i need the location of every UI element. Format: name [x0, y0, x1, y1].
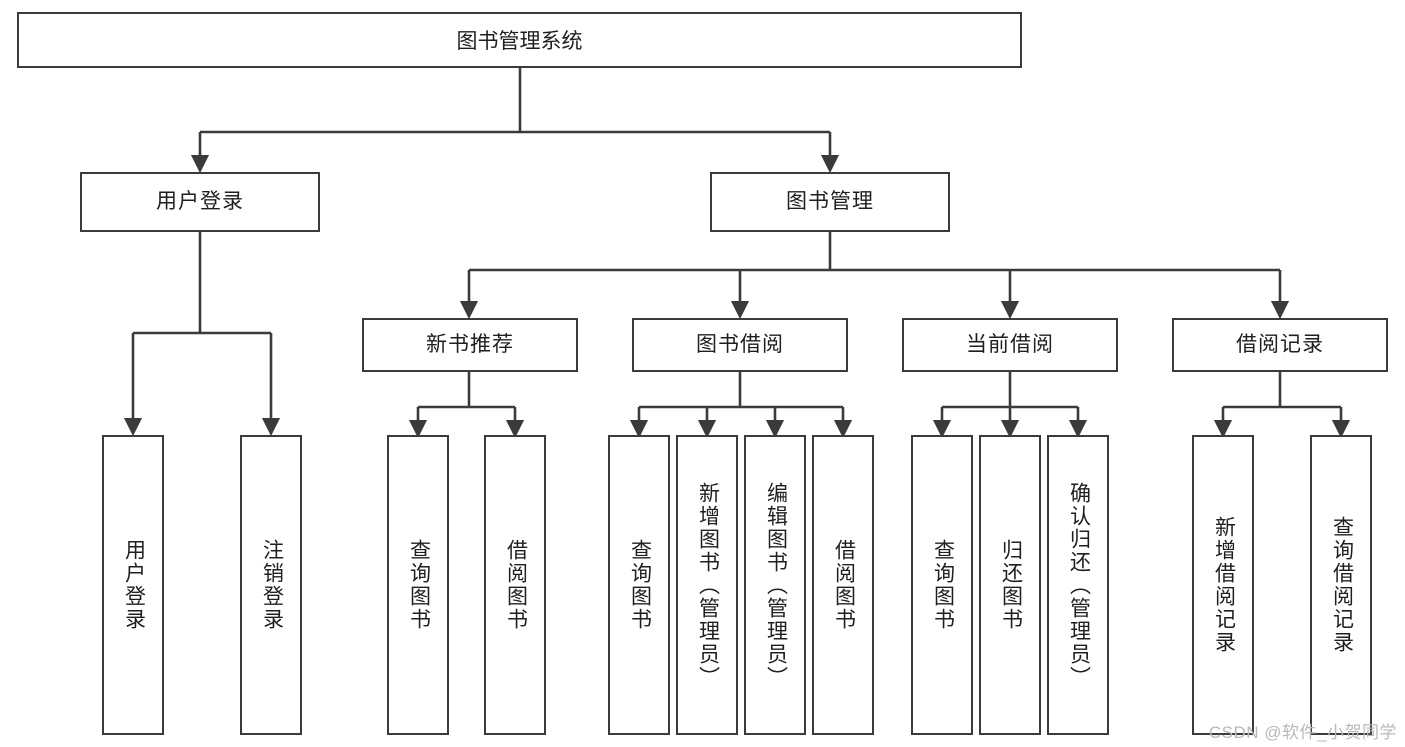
leaf-label: 借阅图书	[504, 539, 528, 631]
node-current-borrow-label: 当前借阅	[966, 333, 1054, 357]
leaf-new-book-0[interactable]: 查询图书	[387, 435, 449, 735]
node-book-management-label: 图书管理	[786, 190, 874, 214]
node-book-borrow-label: 图书借阅	[696, 333, 784, 357]
leaf-current-borrow-1[interactable]: 归还图书	[979, 435, 1041, 735]
leaf-label: 查询图书	[407, 539, 431, 631]
node-book-borrow[interactable]: 图书借阅	[632, 318, 848, 372]
node-borrow-record[interactable]: 借阅记录	[1172, 318, 1388, 372]
leaf-label: 注销登录	[260, 539, 284, 631]
leaf-current-borrow-2[interactable]: 确认归还（管理员）	[1047, 435, 1109, 735]
node-book-management[interactable]: 图书管理	[710, 172, 950, 232]
node-new-book-recommend[interactable]: 新书推荐	[362, 318, 578, 372]
node-user-login-label: 用户登录	[156, 190, 244, 214]
leaf-label: 归还图书	[999, 539, 1023, 631]
leaf-label: 新增借阅记录	[1212, 516, 1236, 654]
leaf-label: 确认归还（管理员）	[1067, 481, 1091, 689]
leaf-borrow-record-0[interactable]: 新增借阅记录	[1192, 435, 1254, 735]
leaf-label: 查询图书	[628, 539, 652, 631]
leaf-book-borrow-1[interactable]: 新增图书（管理员）	[676, 435, 738, 735]
leaf-user-login-1[interactable]: 注销登录	[240, 435, 302, 735]
node-new-book-recommend-label: 新书推荐	[426, 333, 514, 357]
leaf-user-login-0[interactable]: 用户登录	[102, 435, 164, 735]
leaf-book-borrow-2[interactable]: 编辑图书（管理员）	[744, 435, 806, 735]
node-user-login[interactable]: 用户登录	[80, 172, 320, 232]
leaf-new-book-1[interactable]: 借阅图书	[484, 435, 546, 735]
leaf-label: 查询借阅记录	[1330, 516, 1354, 654]
leaf-book-borrow-0[interactable]: 查询图书	[608, 435, 670, 735]
leaf-label: 新增图书（管理员）	[696, 481, 720, 689]
node-root-label: 图书管理系统	[456, 30, 583, 53]
node-current-borrow[interactable]: 当前借阅	[902, 318, 1118, 372]
leaf-borrow-record-1[interactable]: 查询借阅记录	[1310, 435, 1372, 735]
leaf-label: 借阅图书	[832, 539, 856, 631]
leaf-current-borrow-0[interactable]: 查询图书	[911, 435, 973, 735]
leaf-label: 编辑图书（管理员）	[764, 481, 788, 689]
node-root[interactable]: 图书管理系统	[17, 12, 1022, 68]
leaf-label: 查询图书	[931, 539, 955, 631]
leaf-label: 用户登录	[122, 539, 146, 631]
leaf-book-borrow-3[interactable]: 借阅图书	[812, 435, 874, 735]
node-borrow-record-label: 借阅记录	[1236, 333, 1324, 357]
